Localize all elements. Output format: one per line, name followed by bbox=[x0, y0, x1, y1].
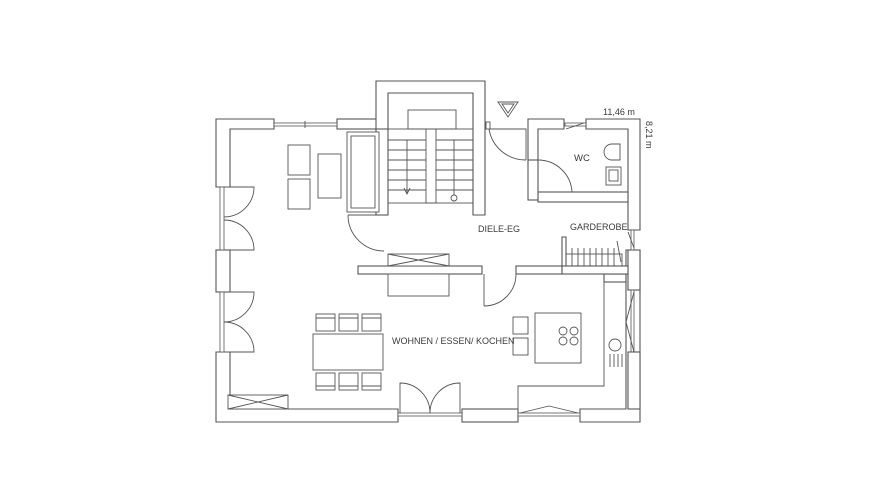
staircase bbox=[387, 109, 474, 204]
kitchen-island bbox=[512, 312, 582, 364]
room-label-garderobe: GARDEROBE bbox=[570, 222, 628, 232]
living-door bbox=[347, 214, 385, 252]
kitchen-sink-fixture bbox=[608, 338, 623, 367]
room-label-wohnen: WOHNEN / ESSEN/ KOCHEN bbox=[392, 336, 515, 346]
dimension-width-label: 11,46 m bbox=[603, 107, 635, 117]
right-side-door bbox=[625, 289, 641, 410]
living-furniture bbox=[287, 131, 380, 213]
left-terrace-doors bbox=[219, 186, 255, 353]
room-label-wc: WC bbox=[574, 153, 590, 164]
dimension-depth-label: 8,21 m bbox=[644, 121, 654, 149]
north-arrow-icon bbox=[497, 101, 519, 118]
fireplace-box bbox=[227, 394, 289, 410]
hall-cabinets bbox=[387, 253, 450, 297]
garderobe-rack bbox=[565, 240, 623, 267]
outer-walls bbox=[215, 80, 641, 423]
room-label-diele: DIELE-EG bbox=[478, 224, 520, 234]
wc-door bbox=[537, 159, 573, 193]
entry-door bbox=[485, 121, 527, 161]
bottom-garden-doors bbox=[397, 382, 463, 417]
wc-fixtures bbox=[603, 143, 622, 186]
kitchen-door bbox=[483, 273, 517, 307]
windows bbox=[273, 121, 635, 417]
dining-set bbox=[312, 313, 384, 391]
